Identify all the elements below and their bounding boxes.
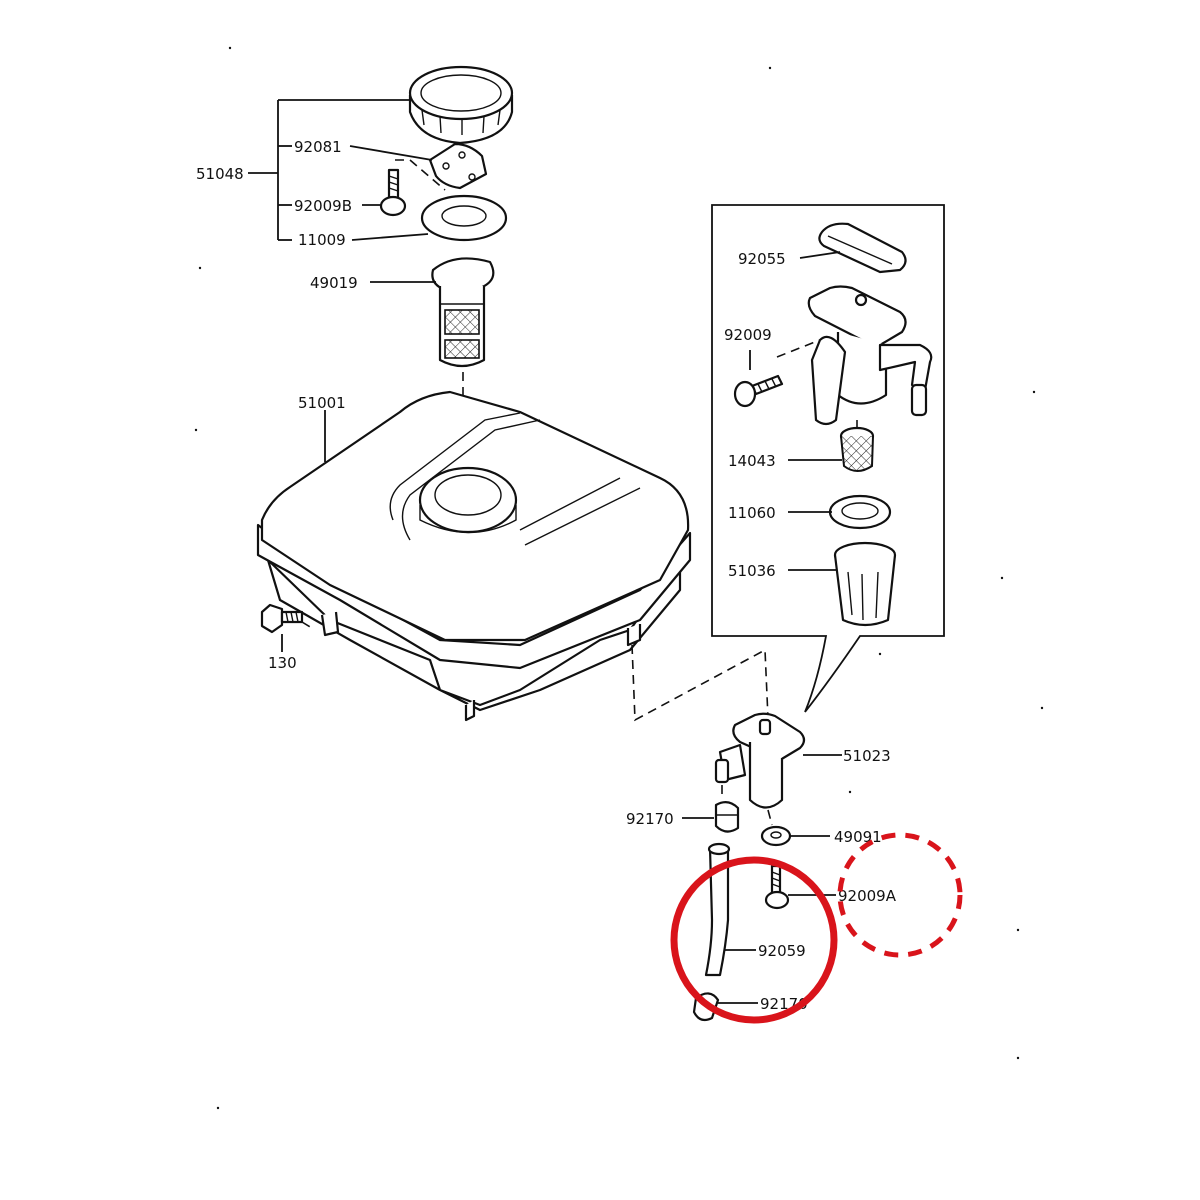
fuel-cap-assembly <box>248 65 514 242</box>
label-92055: 92055 <box>738 250 786 268</box>
highlight-circle-dashed <box>837 832 963 958</box>
washer-49091 <box>760 825 792 847</box>
fuel-strainer-49019 <box>431 257 495 368</box>
label-51048: 51048 <box>196 165 244 183</box>
label-92009B: 92009B <box>294 197 352 215</box>
label-14043: 14043 <box>728 452 776 470</box>
fuel-hose-92059 <box>704 842 731 977</box>
o-ring-11060 <box>828 494 892 530</box>
label-11009: 11009 <box>298 231 346 249</box>
gasket-11009 <box>420 194 508 242</box>
label-92009A: 92009A <box>838 887 897 905</box>
fuel-tank-51001 <box>256 390 692 722</box>
label-51036: 51036 <box>728 562 776 580</box>
label-49091: 49091 <box>834 828 882 846</box>
screw-92009A <box>764 864 790 910</box>
label-92009: 92009 <box>724 326 772 344</box>
screw-92009B <box>379 168 407 217</box>
label-49019: 49019 <box>310 274 358 292</box>
fuel-valve-assembly-51023 <box>714 712 806 809</box>
valve-detail-inset <box>711 204 945 713</box>
label-11060: 11060 <box>728 504 776 522</box>
label-92081: 92081 <box>294 138 342 156</box>
vent-plate <box>428 142 488 190</box>
fuel-cap <box>408 65 514 145</box>
filter-14043 <box>839 426 875 472</box>
screw-92009 <box>733 374 784 408</box>
label-92059: 92059 <box>758 942 806 960</box>
gasket-92055 <box>818 222 907 274</box>
scan-specks <box>194 46 1044 1110</box>
highlight-circle-solid <box>670 856 838 1024</box>
clamp-92170 <box>714 801 740 833</box>
fuel-valve <box>807 285 933 426</box>
cup-51036 <box>833 541 897 627</box>
label-130: 130 <box>268 654 297 672</box>
label-51023: 51023 <box>843 747 891 765</box>
label-51001: 51001 <box>298 394 346 412</box>
label-92170: 92170 <box>626 810 674 828</box>
bolt-130 <box>260 603 304 634</box>
